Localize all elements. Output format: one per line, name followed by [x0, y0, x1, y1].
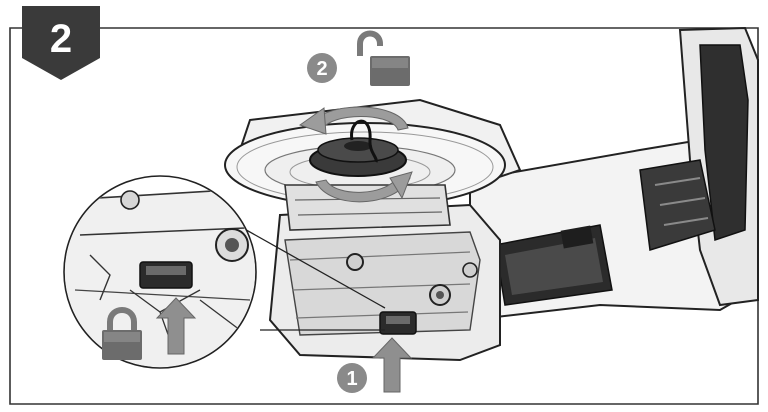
callout-press: 1	[337, 363, 367, 393]
rotate-arrow-icon	[298, 106, 413, 203]
callout-turn-circle	[307, 53, 337, 83]
padlock-locked-icon	[102, 307, 142, 360]
diagram-frame	[9, 27, 759, 405]
step-badge: 2	[22, 6, 100, 80]
callout-press-circle	[337, 363, 367, 393]
callout-turn-label: 2	[316, 58, 327, 80]
inset-up-arrow-icon	[155, 297, 197, 355]
callout-press-label: 1	[346, 368, 357, 390]
callout-turn: 2	[307, 53, 337, 83]
up-arrow-icon	[371, 337, 413, 393]
step-number: 2	[50, 17, 72, 61]
padlock-unlocked-icon	[357, 30, 410, 86]
grinder-tool	[268, 26, 759, 362]
detail-inset	[63, 175, 386, 369]
